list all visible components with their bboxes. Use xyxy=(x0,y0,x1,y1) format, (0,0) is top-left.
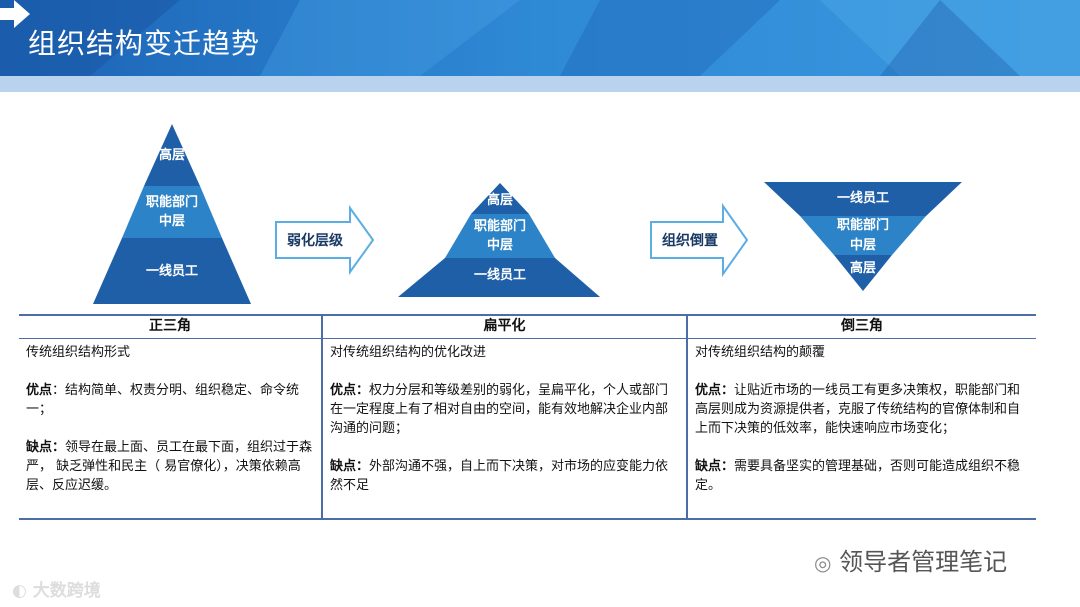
cons-paragraph: 缺点：需要具备坚实的管理基础，否则可能造成组织不稳定。 xyxy=(695,457,1028,495)
wechat-icon: ◎ xyxy=(814,551,832,575)
pros-text: 权力分层和等级差别的弱化，呈扁平化，个人或部门在一定程度上有了相对自由的空间，能… xyxy=(330,383,669,436)
column-divider-2 xyxy=(686,314,688,520)
pros-paragraph: 优点：让贴近市场的一线员工有更多决策权，职能部门和高层则成为资源提供者，克服了传… xyxy=(695,381,1028,438)
inverted-top-label: 一线员工 xyxy=(836,191,889,206)
table-top-border xyxy=(19,314,1036,316)
flat-middle-label-2: 中层 xyxy=(486,238,513,253)
structure-diagram xyxy=(93,124,962,304)
pros-label: 优点： xyxy=(695,383,735,398)
step-label-2: 组织倒置 xyxy=(662,233,718,249)
cons-label: 缺点： xyxy=(330,459,370,474)
table-header-divider xyxy=(19,338,1036,339)
pros-label: 优点： xyxy=(330,383,370,398)
cons-text: 需要具备坚实的管理基础，否则可能造成组织不稳定。 xyxy=(695,459,1021,493)
cons-paragraph: 缺点：外部沟通不强，自上而下决策，对市场的应变能力依然不足 xyxy=(330,457,678,495)
table-bottom-border xyxy=(19,518,1036,520)
column-inverted: 倒三角 对传统组织结构的颠覆 优点：让贴近市场的一线员工有更多决策权，职能部门和… xyxy=(688,314,1036,514)
pros-paragraph: 优点：结构简单、权责分明、组织稳定、命令统一； xyxy=(26,381,313,419)
flat-pyramid xyxy=(398,183,600,297)
column-upright: 正三角 传统组织结构形式 优点：结构简单、权责分明、组织稳定、命令统一； 缺点：… xyxy=(19,314,321,514)
inverted-middle-label-2: 中层 xyxy=(849,238,876,253)
pros-text: ：结构简单、权责分明、组织稳定、命令统一； xyxy=(26,383,300,417)
upright-middle-label-2: 中层 xyxy=(158,214,185,229)
inverted-pyramid xyxy=(764,182,962,291)
column-intro: 对传统组织结构的优化改进 xyxy=(330,345,487,360)
watermark-author: ◎ 领导者管理笔记 xyxy=(814,542,1007,577)
banner-background xyxy=(0,0,1080,92)
cons-text: 领导在最上面、员工在最下面，组织过于森严， 缺乏弹性和民主（ 易官僚化），决策依… xyxy=(26,440,313,493)
column-intro: 传统组织结构形式 xyxy=(26,345,131,360)
flat-bottom-label: 一线员工 xyxy=(473,268,526,283)
cons-label: 缺点： xyxy=(695,459,735,474)
page-title: 组织结构变迁趋势 xyxy=(28,27,261,60)
inverted-bottom-label: 高层 xyxy=(849,261,876,276)
flat-middle-label-1: 职能部门 xyxy=(473,219,526,234)
column-flat: 扁平化 对传统组织结构的优化改进 优点：权力分层和等级差别的弱化，呈扁平化，个人… xyxy=(323,314,686,514)
column-body: 传统组织结构形式 优点：结构简单、权责分明、组织稳定、命令统一； 缺点：领导在最… xyxy=(19,338,321,495)
column-header: 正三角 xyxy=(149,318,191,334)
column-header: 倒三角 xyxy=(841,318,883,334)
cons-paragraph: 缺点：领导在最上面、员工在最下面，组织过于森严， 缺乏弹性和民主（ 易官僚化），… xyxy=(26,438,313,495)
pros-label: 优点 xyxy=(26,383,53,398)
column-header: 扁平化 xyxy=(483,318,526,334)
watermark-brand: ◐ 大数跨境 xyxy=(12,576,101,601)
upright-pyramid xyxy=(93,124,251,304)
column-divider-1 xyxy=(321,314,323,520)
step-label-1: 弱化层级 xyxy=(287,233,343,249)
header-banner: 组织结构变迁趋势 xyxy=(0,0,1080,92)
step-arrow-1 xyxy=(275,204,375,276)
watermark-author-text: 领导者管理笔记 xyxy=(839,548,1008,576)
pros-paragraph: 优点：权力分层和等级差别的弱化，呈扁平化，个人或部门在一定程度上有了相对自由的空… xyxy=(330,381,678,438)
watermark-brand-text: 大数跨境 xyxy=(32,581,101,601)
pros-text: 让贴近市场的一线员工有更多决策权，职能部门和高层则成为资源提供者，克服了传统结构… xyxy=(695,383,1021,436)
cons-text: 外部沟通不强，自上而下决策，对市场的应变能力依然不足 xyxy=(330,459,669,493)
brand-logo-icon: ◐ xyxy=(12,581,27,601)
inverted-middle-label-1: 职能部门 xyxy=(836,218,889,233)
column-body: 对传统组织结构的颠覆 优点：让贴近市场的一线员工有更多决策权，职能部门和高层则成… xyxy=(688,338,1036,495)
flat-top-label: 高层 xyxy=(486,193,513,208)
column-intro: 对传统组织结构的颠覆 xyxy=(695,345,826,360)
arrow-right-icon[interactable] xyxy=(0,0,30,28)
step-arrow-2 xyxy=(650,202,749,278)
comparison-table: 正三角 传统组织结构形式 优点：结构简单、权责分明、组织稳定、命令统一； 缺点：… xyxy=(19,314,1036,520)
upright-middle-label-1: 职能部门 xyxy=(145,195,198,210)
upright-top-label: 高层 xyxy=(158,148,185,163)
cons-label: 缺点： xyxy=(26,440,66,455)
column-body: 对传统组织结构的优化改进 优点：权力分层和等级差别的弱化，呈扁平化，个人或部门在… xyxy=(323,338,686,495)
upright-bottom-label: 一线员工 xyxy=(145,264,198,279)
